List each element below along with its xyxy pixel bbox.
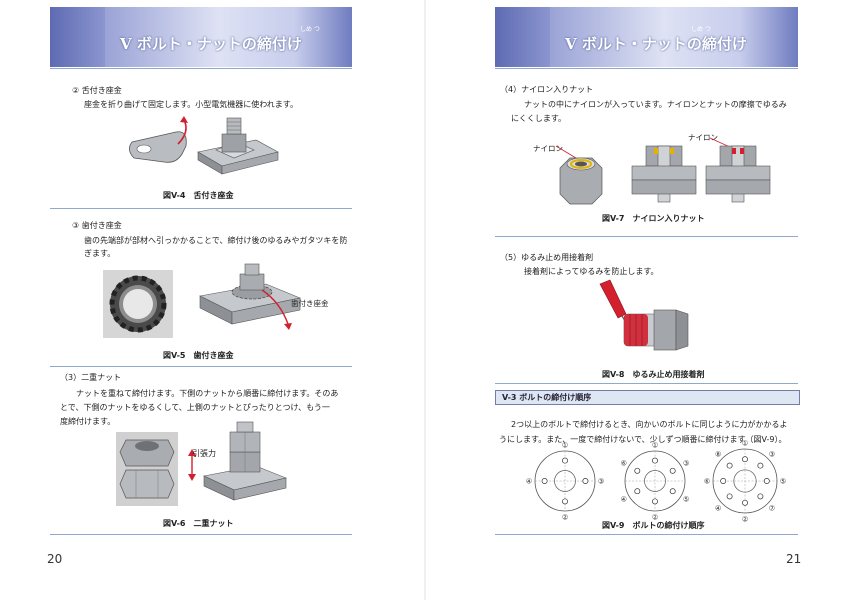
bolt-order-number: ⑧	[715, 451, 721, 459]
bolt-order-number: ⑥	[621, 460, 627, 468]
bolt-order-number: ③	[769, 451, 775, 459]
chapter-banner-left: しめ つ V ボルト・ナットの締付け	[50, 7, 352, 67]
tension-label: 引張力	[192, 449, 216, 458]
fig-v4-caption: 図V-4 舌付き座金	[163, 191, 234, 200]
adhesive-heading: （5）ゆるみ止め用接着剤	[500, 253, 594, 262]
double-nut-photo	[116, 432, 178, 506]
fig-v7-caption: 図V-7 ナイロン入りナット	[602, 214, 705, 223]
fig-v6-caption: 図V-6 二重ナット	[163, 519, 234, 528]
tongue-washer-illustration	[129, 116, 279, 175]
section-v3-title: V-3 ボルトの締付け順序	[502, 393, 592, 402]
section-divider	[50, 366, 352, 367]
left-page: しめ つ V ボルト・ナットの締付け ② 舌付き座金 座金を折り曲げて固定します…	[47, 7, 352, 566]
right-page: しめ つ V ボルト・ナットの締付け	[425, 0, 850, 600]
bolt-hole	[634, 467, 641, 474]
banner-title: V ボルト・ナットの締付け	[120, 35, 302, 53]
bolt-hole	[742, 499, 748, 506]
bolt-hole	[582, 478, 589, 484]
bolt-hole	[669, 488, 676, 495]
bolt-order-number: ⑥	[704, 478, 710, 486]
bolt-hole	[726, 493, 733, 500]
four-bolt-diagram: ① ② ③ ④	[526, 442, 604, 522]
tightening-order-body-1: 2つ以上のボルトで締付けるとき、向かいのボルトに同じように力がかかるよ	[511, 420, 788, 429]
banner-ruby: しめ つ	[300, 26, 320, 33]
page-gutter	[424, 0, 426, 600]
toothed-washer-illustration	[199, 263, 302, 330]
toothed-washer-body-2: ぎます。	[84, 249, 116, 258]
section-divider	[50, 534, 352, 535]
nylon-label-b: ナイロン	[688, 133, 718, 142]
bolt-hole	[634, 488, 641, 495]
banner-title: V ボルト・ナットの締付け	[565, 35, 747, 53]
bolt-hole	[562, 457, 568, 464]
eight-bolt-diagram: ① ② ③ ④ ⑤ ⑥ ⑦ ⑧	[704, 440, 786, 524]
fig-v5-caption: 図V-5 歯付き座金	[163, 351, 234, 360]
section-divider	[495, 383, 798, 384]
bolt-order-diagrams: ① ② ③ ④ ① ② ③ ④ ⑤ ⑥ ① ② ③ ④ ⑤ ⑥ ⑦ ⑧	[526, 440, 786, 524]
nylon-nut-section-2	[705, 137, 771, 203]
bolt-hole	[541, 478, 548, 484]
fig-v8-caption: 図V-8 ゆるみ止め用接着剤	[602, 370, 705, 379]
bolt-order-number: ④	[526, 478, 532, 486]
toothed-washer-photo	[103, 270, 173, 338]
tightening-order-body-2: うにします。また、一度で締付けないで、少しずつ順番に締付けます（図V-9）。	[499, 435, 787, 444]
bolt-hole	[562, 498, 568, 505]
double-nut-illustration	[188, 421, 288, 501]
bolt-order-number: ⑤	[683, 496, 689, 504]
nylon-label-a: ナイロン	[533, 144, 563, 153]
banner-rule	[495, 68, 798, 69]
double-nut-body-1: ナットを重ねて締付けます。下側のナットから順番に締付けます。そのあ	[76, 389, 339, 398]
tongue-washer-body: 座金を折り曲げて固定します。小型電気機器に使われます。	[84, 100, 298, 109]
bolt-order-number: ④	[621, 496, 627, 504]
bolt-order-number: ③	[683, 460, 689, 468]
bolt-hole	[757, 462, 764, 469]
bolt-order-number: ⑤	[780, 478, 786, 486]
bolt-order-number: ①	[652, 442, 658, 450]
nylon-nut-heading: （4）ナイロン入りナット	[500, 85, 594, 94]
adhesive-illustration	[599, 279, 689, 351]
bolt-order-number: ②	[742, 516, 748, 524]
section-divider	[495, 534, 798, 535]
double-nut-body-3: 度締付けます。	[60, 417, 116, 426]
section-divider	[50, 208, 352, 209]
page-number-left: 20	[47, 552, 63, 566]
tongue-washer-heading: ② 舌付き座金	[72, 86, 122, 95]
bolt-hole	[720, 478, 727, 484]
bolt-order-number: ③	[598, 478, 604, 486]
bolt-hole	[726, 462, 733, 469]
fig-v9-caption: 図V-9 ボルトの締付け順序	[602, 521, 705, 530]
banner-ruby: しめ つ	[691, 26, 711, 33]
nylon-nut-illustration	[555, 145, 603, 205]
section-v3-header: V-3 ボルトの締付け順序	[495, 390, 800, 405]
bolt-hole	[757, 493, 764, 500]
bolt-order-number: ⑦	[769, 504, 775, 512]
toothed-washer-label: 歯付き座金	[291, 299, 329, 308]
bolt-hole	[669, 467, 676, 474]
six-bolt-diagram: ① ② ③ ④ ⑤ ⑥	[621, 442, 690, 522]
page-number-right: 21	[786, 552, 802, 566]
adhesive-body: 接着剤によってゆるみを防止します。	[524, 267, 659, 276]
bolt-order-number: ①	[742, 440, 748, 448]
bolt-order-number: ②	[562, 514, 568, 522]
nylon-nut-section-1	[631, 145, 697, 203]
double-nut-heading: （3）二重ナット	[60, 373, 122, 382]
bolt-hole	[742, 456, 748, 463]
bolt-order-number: ②	[652, 514, 658, 522]
bolt-order-number: ①	[562, 442, 568, 450]
section-divider	[495, 236, 798, 237]
nylon-nut-body-2: にくくします。	[511, 114, 567, 123]
bolt-order-number: ④	[715, 504, 721, 512]
banner-rule	[50, 68, 352, 69]
bolt-hole	[652, 498, 658, 505]
bolt-hole	[763, 478, 770, 484]
toothed-washer-heading: ③ 歯付き座金	[72, 221, 122, 230]
nylon-nut-body-1: ナットの中にナイロンが入っています。ナイロンとナットの摩擦でゆるみ	[524, 100, 787, 109]
double-nut-body-2: とで、下側のナットをゆるくして、上側のナットとぴったりとつけ、もう一	[60, 403, 330, 412]
bolt-hole	[652, 457, 658, 464]
toothed-washer-body-1: 歯の先端部が部材へ引っかかることで、締付け後のゆるみやガタツキを防	[84, 236, 348, 245]
chapter-banner-right: しめ つ V ボルト・ナットの締付け	[495, 7, 798, 67]
